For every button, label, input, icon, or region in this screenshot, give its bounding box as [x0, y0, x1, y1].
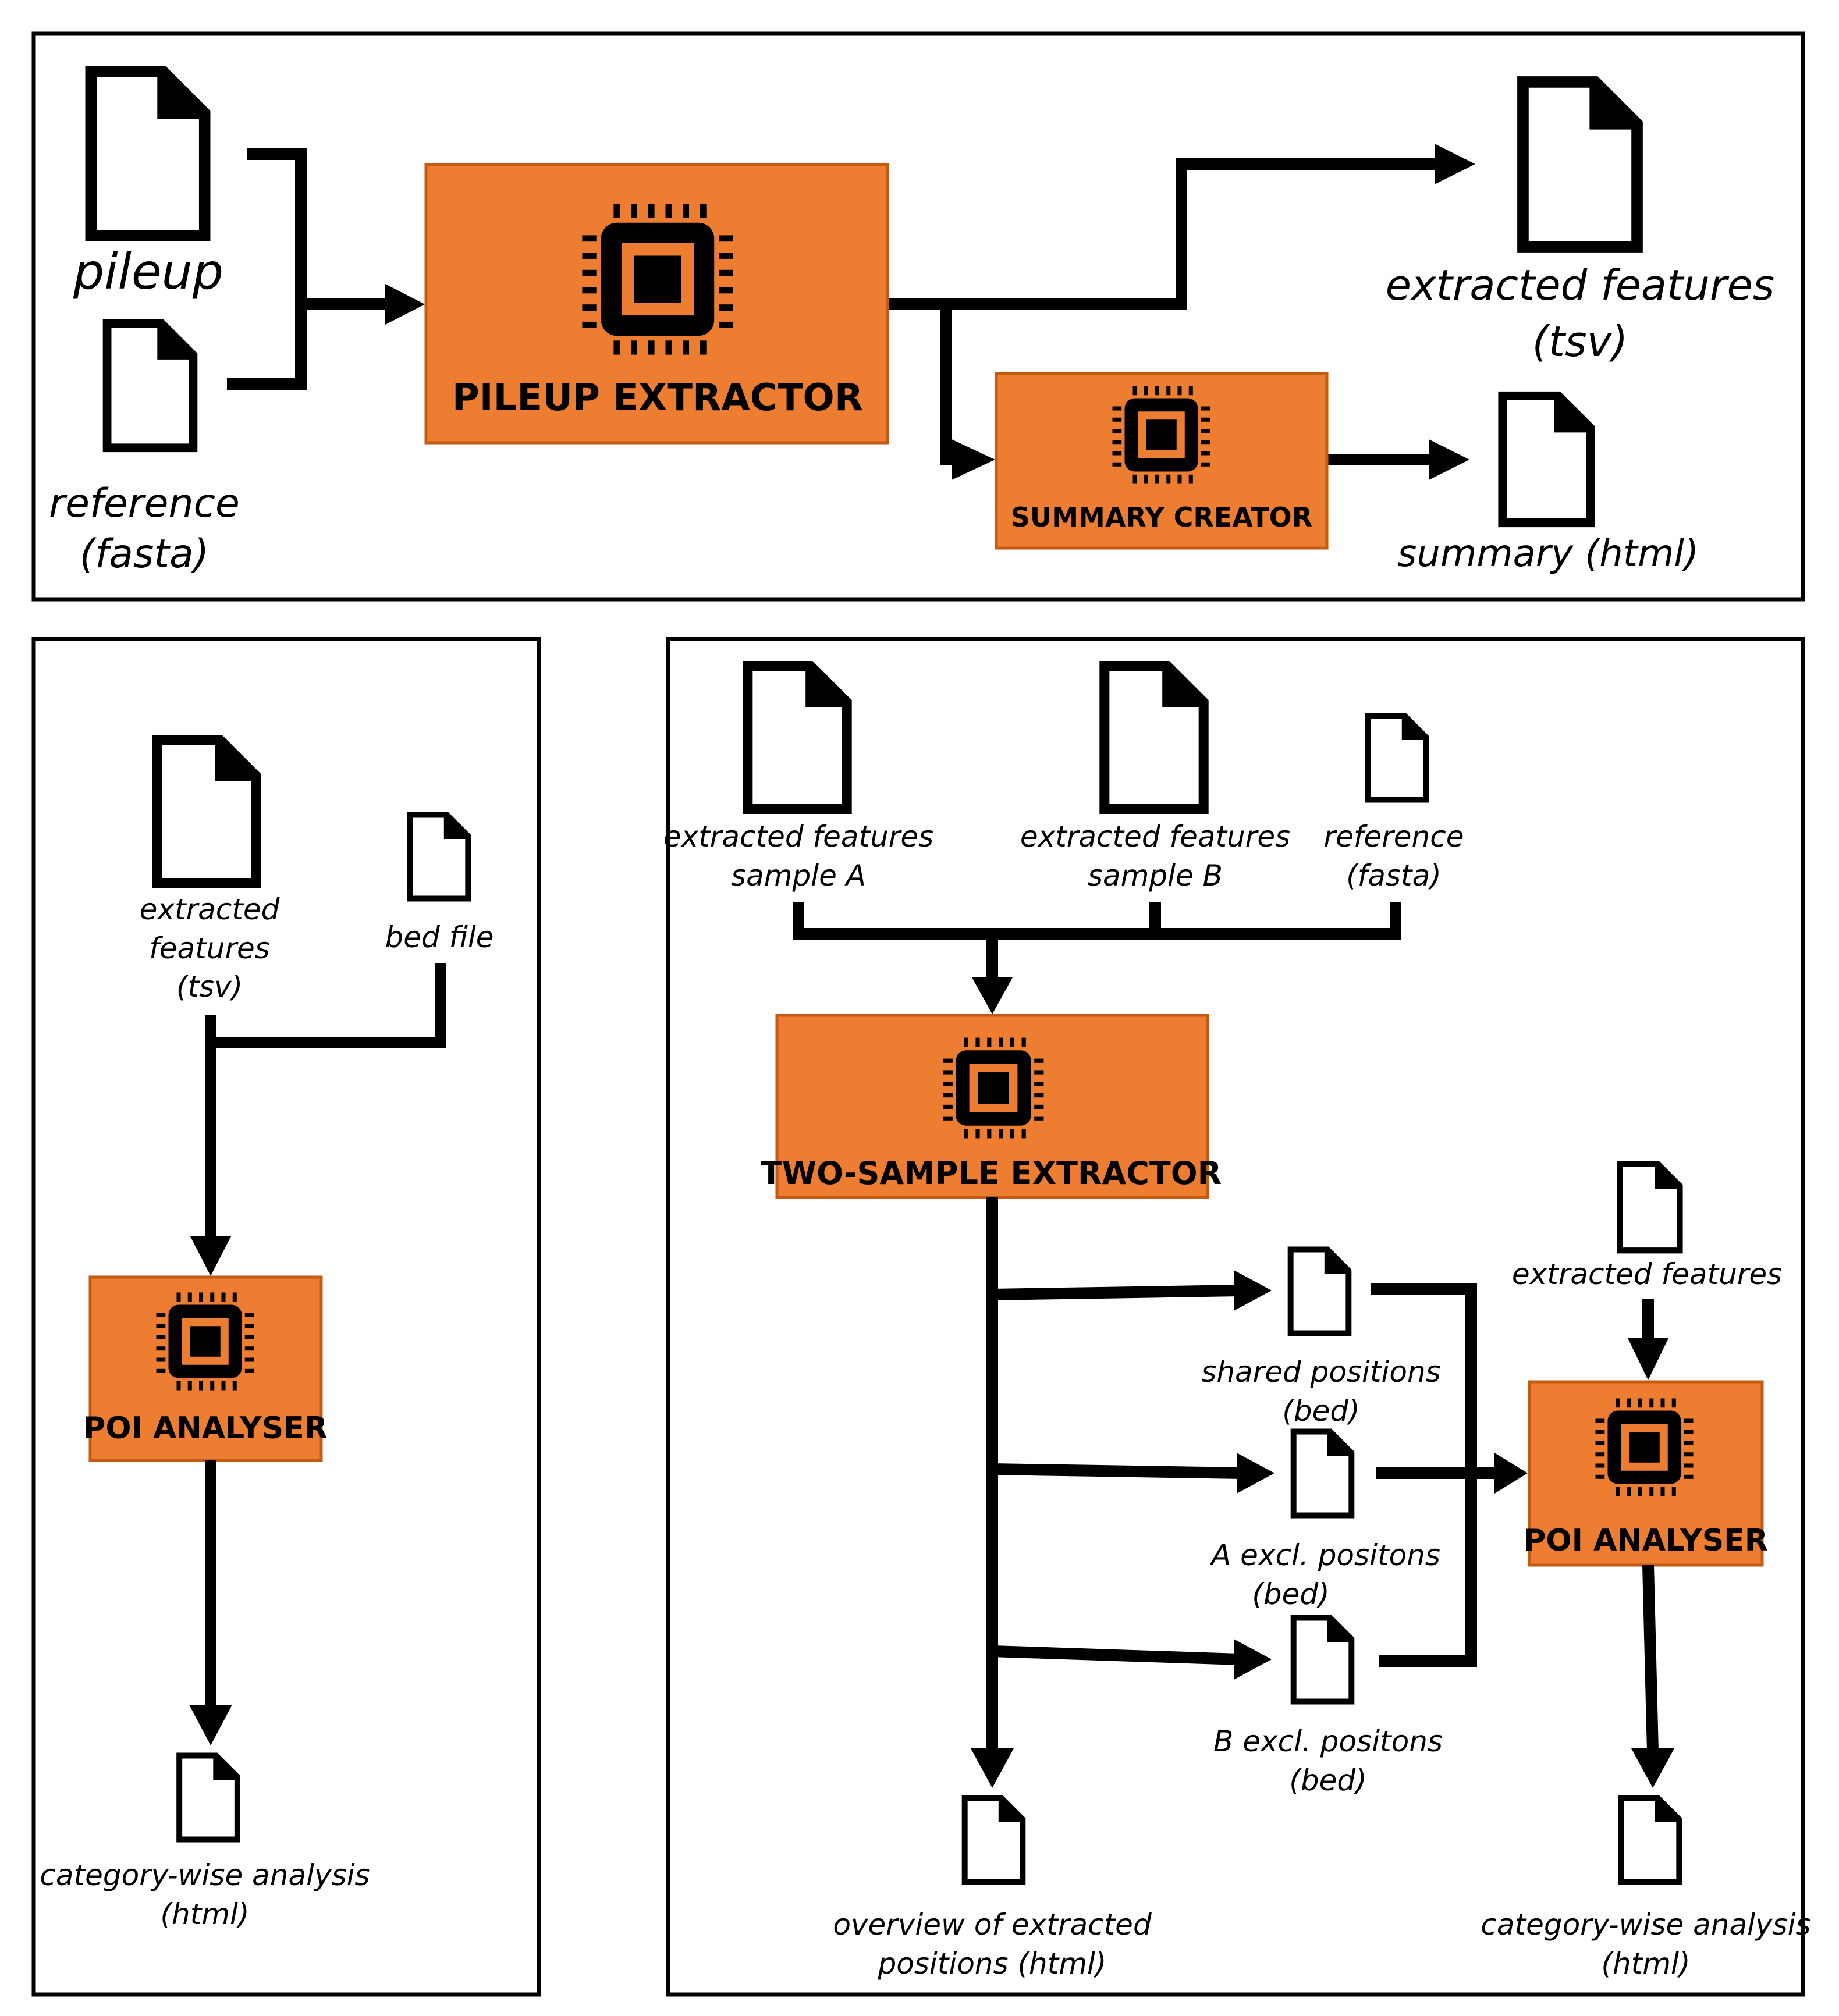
file-icon — [1523, 82, 1637, 247]
br-arrow-to-overview — [971, 1748, 1014, 1788]
file-icon — [1503, 396, 1591, 522]
bl-input-label-features-2: features — [149, 931, 270, 965]
output-label-features: extracted features — [1386, 261, 1775, 310]
panel-bottom-left — [31, 637, 541, 1997]
file-icon — [748, 666, 847, 809]
br-arrow-to-two-sample — [972, 977, 1013, 1014]
arrow-to-extractor — [385, 284, 425, 325]
arrow-to-features — [1435, 144, 1475, 184]
panel-bottom-right — [666, 637, 1805, 1997]
file-icon — [1621, 1798, 1680, 1882]
file-icon — [1294, 1432, 1352, 1516]
output-label-summary: summary (html) — [1397, 532, 1699, 575]
br-branch-a-excl — [992, 1463, 1243, 1479]
br-input-label-sample-a: extracted features — [663, 820, 933, 854]
bl-output-label-format: (html) — [161, 1897, 250, 1931]
process-label-pileup-extractor: PILEUP EXTRACTOR — [452, 376, 863, 419]
br-arrow-features-to-poi — [1628, 1338, 1668, 1380]
br-connector-poi-to-output — [1642, 1565, 1659, 1752]
br-branch-shared — [992, 1285, 1240, 1300]
br-label-poi-input: extracted features — [1512, 1257, 1782, 1291]
bottom-right-panel-content: extracted features sample A extracted fe… — [663, 666, 1811, 1981]
br-label-b-excl-format: (bed) — [1289, 1763, 1366, 1797]
file-icon — [107, 323, 193, 448]
br-label-a-excl-format: (bed) — [1252, 1577, 1329, 1611]
input-label-reference: reference — [49, 481, 240, 527]
bl-connector-inputs — [205, 963, 446, 1210]
file-icon — [157, 739, 256, 883]
file-icon — [1620, 1164, 1680, 1251]
bl-arrow-to-output — [189, 1705, 232, 1745]
file-icon — [179, 1756, 237, 1840]
br-arrow-poi-to-output — [1631, 1748, 1674, 1788]
arrow-to-summary-creator — [952, 439, 995, 480]
top-panel-content: pileup reference (fasta) PILEUP EXTRACTO… — [49, 72, 1774, 577]
br-arrow-to-shared — [1234, 1270, 1272, 1311]
bottom-left-panel-content: extracted features (tsv) bed file POI AN… — [40, 739, 494, 1931]
br-input-label-reference: reference — [1324, 820, 1464, 854]
br-arrow-to-poi-right — [1494, 1453, 1528, 1494]
output-label-features-format: (tsv) — [1532, 317, 1628, 366]
file-icon — [1294, 1618, 1352, 1702]
file-icon — [1368, 716, 1426, 800]
br-label-overview: overview of extracted — [833, 1908, 1152, 1942]
br-input-label-sample-b: extracted features — [1020, 820, 1290, 854]
process-label-poi-analyser-left: POI ANALYSER — [83, 1411, 327, 1446]
br-label-poi-output: category-wise analysis — [1481, 1908, 1810, 1942]
bl-output-label: category-wise analysis — [40, 1858, 370, 1892]
process-label-poi-analyser-right: POI ANALYSER — [1524, 1523, 1767, 1558]
file-icon — [1291, 1250, 1349, 1334]
br-input-label-reference-format: (fasta) — [1346, 859, 1442, 893]
br-label-overview-format: positions (html) — [878, 1947, 1107, 1981]
br-label-shared-positions: shared positions — [1201, 1355, 1440, 1389]
br-arrow-to-b-excl — [1234, 1639, 1272, 1680]
bl-input-label-features: extracted — [140, 893, 280, 926]
panel-top — [31, 31, 1805, 602]
br-branch-b-excl — [992, 1645, 1240, 1665]
input-label-reference-format: (fasta) — [80, 531, 209, 577]
arrow-to-summary-html — [1429, 439, 1469, 480]
br-arrow-to-a-excl — [1237, 1453, 1274, 1494]
input-label-pileup: pileup — [73, 243, 223, 300]
connector-to-summary — [940, 304, 954, 465]
br-connector-inputs — [793, 902, 1401, 983]
bl-input-label-bed: bed file — [385, 920, 494, 954]
br-input-label-sample-a-2: sample A — [731, 859, 866, 893]
process-box-pileup-extractor — [424, 163, 889, 445]
br-label-shared-format: (bed) — [1282, 1394, 1359, 1428]
connector-to-features — [887, 158, 1437, 310]
process-label-two-sample-extractor: TWO-SAMPLE EXTRACTOR — [761, 1155, 1222, 1192]
br-input-label-sample-b-2: sample B — [1088, 859, 1223, 893]
file-icon — [410, 815, 468, 899]
br-connector-beds-to-poi — [1371, 1283, 1501, 1667]
br-label-b-excl: B excl. positons — [1213, 1725, 1443, 1758]
bl-arrow-to-poi — [190, 1236, 231, 1276]
file-icon — [1105, 666, 1203, 809]
process-label-summary-creator: SUMMARY CREATOR — [1011, 502, 1312, 533]
br-label-a-excl: A excl. positons — [1209, 1538, 1440, 1572]
connector-pileup-in — [227, 148, 307, 390]
file-icon — [91, 72, 204, 236]
file-icon — [965, 1798, 1023, 1882]
bl-input-label-features-format: (tsv) — [176, 970, 243, 1004]
br-label-poi-output-format: (html) — [1602, 1947, 1691, 1981]
